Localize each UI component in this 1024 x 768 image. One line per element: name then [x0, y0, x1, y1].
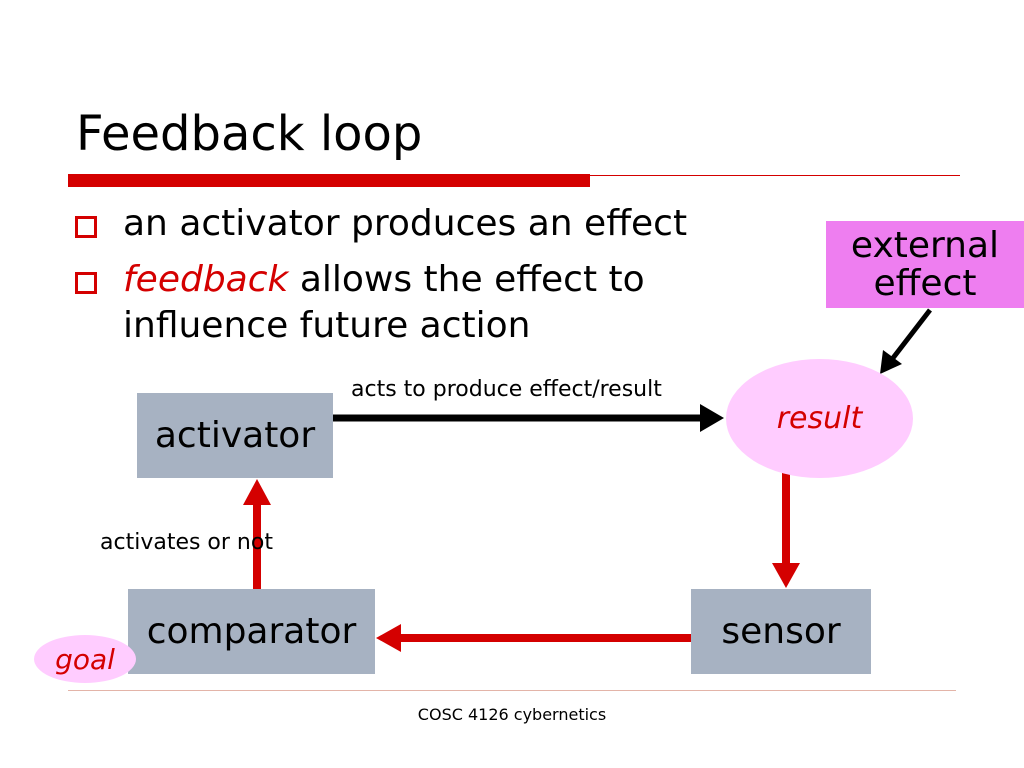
title-underline-thick — [68, 174, 590, 187]
acts-arrow-head — [700, 404, 724, 432]
sensor-to-comparator-head — [376, 624, 401, 652]
external-arrow-head — [880, 350, 902, 374]
external-effect-line1: external — [850, 225, 1000, 266]
bullet-text: an activator produces an effect — [123, 203, 688, 244]
footer-divider — [68, 690, 956, 691]
result-to-sensor-head — [772, 563, 800, 588]
acts-label: acts to produce effect/result — [351, 377, 662, 402]
bullet-text: feedback allows the effect to — [123, 256, 645, 304]
goal-ellipse: goal — [34, 635, 136, 683]
bullet-emphasis: feedback — [123, 259, 289, 300]
external-arrow-shaft — [891, 308, 932, 360]
square-bullet-icon — [75, 272, 97, 294]
comparator-box: comparator — [128, 589, 375, 674]
footer-text: COSC 4126 cybernetics — [417, 705, 607, 724]
activates-label: activates or not — [100, 530, 273, 555]
result-ellipse: result — [726, 359, 913, 478]
square-bullet-icon — [75, 216, 97, 238]
comparator-to-activator-head — [243, 479, 271, 505]
external-effect-box: external effect — [826, 221, 1024, 308]
external-effect-line2: effect — [873, 263, 977, 304]
title-underline-thin — [590, 175, 960, 176]
sensor-box: sensor — [691, 589, 871, 674]
slide-title: Feedback loop — [76, 106, 423, 162]
bullet-rest: allows the effect to — [288, 259, 645, 300]
bullet-text-line2: influence future action — [123, 305, 531, 346]
activator-box: activator — [137, 393, 333, 478]
